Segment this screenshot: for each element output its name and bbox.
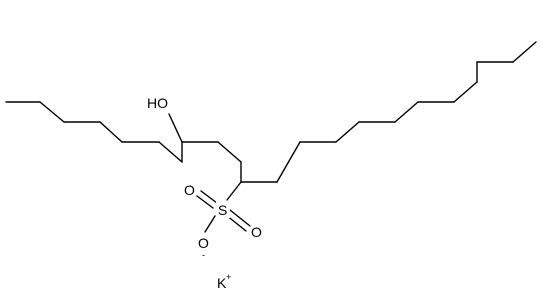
- potassium-charge-label: +: [226, 272, 231, 282]
- bond: [335, 121, 360, 143]
- s-o-double-bond: [196, 195, 214, 209]
- oxide-charge-label: -: [202, 250, 205, 260]
- bond: [276, 141, 301, 183]
- sulfur-bond: [226, 181, 242, 201]
- oxide-oxygen-label: O: [198, 235, 209, 251]
- oxygen-double-right-label: O: [251, 224, 262, 240]
- potassium-label: K: [217, 275, 227, 289]
- s-o-double-bond: [200, 190, 218, 204]
- s-o-single-bond: [204, 215, 216, 233]
- bond: [99, 121, 123, 143]
- label-mask: [216, 201, 230, 218]
- sulfur-label: S: [218, 202, 227, 218]
- bond: [453, 81, 478, 103]
- bond: [39, 101, 65, 123]
- bond: [512, 41, 537, 63]
- bond: [158, 141, 183, 163]
- hydroxyl-bond: [168, 113, 183, 143]
- label-mask: [146, 93, 172, 111]
- oxygen-double-left-label: O: [184, 182, 195, 198]
- s-o-double-bond: [229, 209, 251, 227]
- bond: [394, 101, 419, 123]
- carbon-skeleton: [5, 41, 537, 201]
- bond: [217, 141, 242, 163]
- hydroxyl-label: HO: [147, 95, 168, 111]
